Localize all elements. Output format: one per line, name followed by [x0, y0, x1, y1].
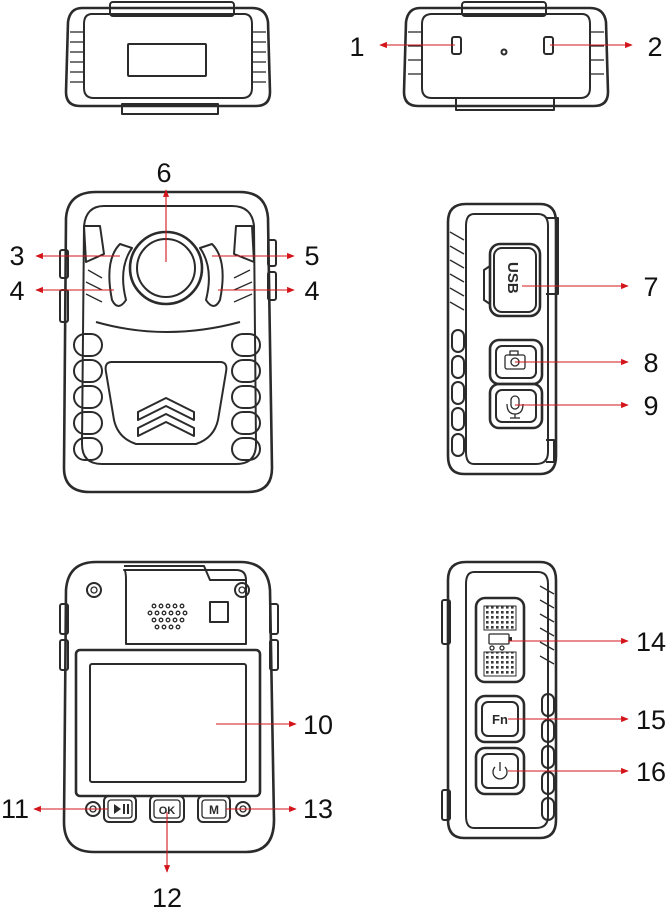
- callout-labels: 1 2 3 4 5 4 6 7 8 9 10 11 12 13 14 15 16: [1, 32, 666, 913]
- callout-2: 2: [647, 32, 662, 62]
- play-pause-icon: [114, 804, 129, 814]
- battery-icon: [488, 633, 512, 651]
- play-pause-button[interactable]: [103, 795, 137, 823]
- front-grip-right: [231, 333, 261, 461]
- bottom-mic-hole: [500, 48, 508, 56]
- side-view-left: Fn: [441, 560, 558, 840]
- back-view: OK M: [59, 560, 279, 854]
- camera-icon: [504, 350, 526, 370]
- power-icon: [492, 762, 508, 780]
- front-grip-left: [73, 333, 103, 461]
- callout-16: 16: [636, 757, 666, 787]
- callout-13: 13: [303, 794, 333, 824]
- callout-5: 5: [304, 241, 319, 271]
- microphone-icon: [506, 395, 524, 419]
- lcd-frame: [74, 648, 262, 798]
- callout-11: 11: [1, 794, 29, 824]
- front-ir-light-right: [199, 243, 224, 307]
- back-sensor: [209, 601, 229, 623]
- front-view: [59, 190, 277, 494]
- audio-record-button[interactable]: [488, 382, 544, 430]
- usb-cover[interactable]: USB: [483, 242, 542, 318]
- callout-15: 15: [636, 705, 666, 735]
- battery-latch[interactable]: [474, 596, 526, 684]
- callout-10: 10: [303, 710, 333, 740]
- callout-8: 8: [643, 348, 658, 378]
- callout-4-right: 4: [304, 276, 319, 306]
- fn-button-label: Fn: [492, 712, 508, 727]
- lcd-screen: [89, 663, 247, 783]
- speaker-holes: [147, 603, 188, 630]
- menu-button[interactable]: M: [197, 795, 231, 823]
- front-ir-light-left: [108, 243, 133, 307]
- top-view: [64, 1, 272, 115]
- callout-14: 14: [636, 627, 666, 657]
- callout-1: 1: [349, 32, 364, 62]
- callout-arrows: [33, 41, 633, 873]
- callout-7: 7: [643, 272, 658, 302]
- callout-4-left: 4: [9, 276, 24, 306]
- ok-button-label: OK: [159, 805, 176, 817]
- callout-12: 12: [152, 883, 182, 913]
- usb-label: USB: [504, 262, 521, 294]
- menu-button-label: M: [209, 803, 219, 817]
- callout-6: 6: [156, 158, 171, 188]
- bottom-view: [402, 1, 610, 111]
- callout-9: 9: [643, 391, 658, 421]
- callout-3: 3: [9, 241, 24, 271]
- side-view-right: USB: [446, 202, 559, 476]
